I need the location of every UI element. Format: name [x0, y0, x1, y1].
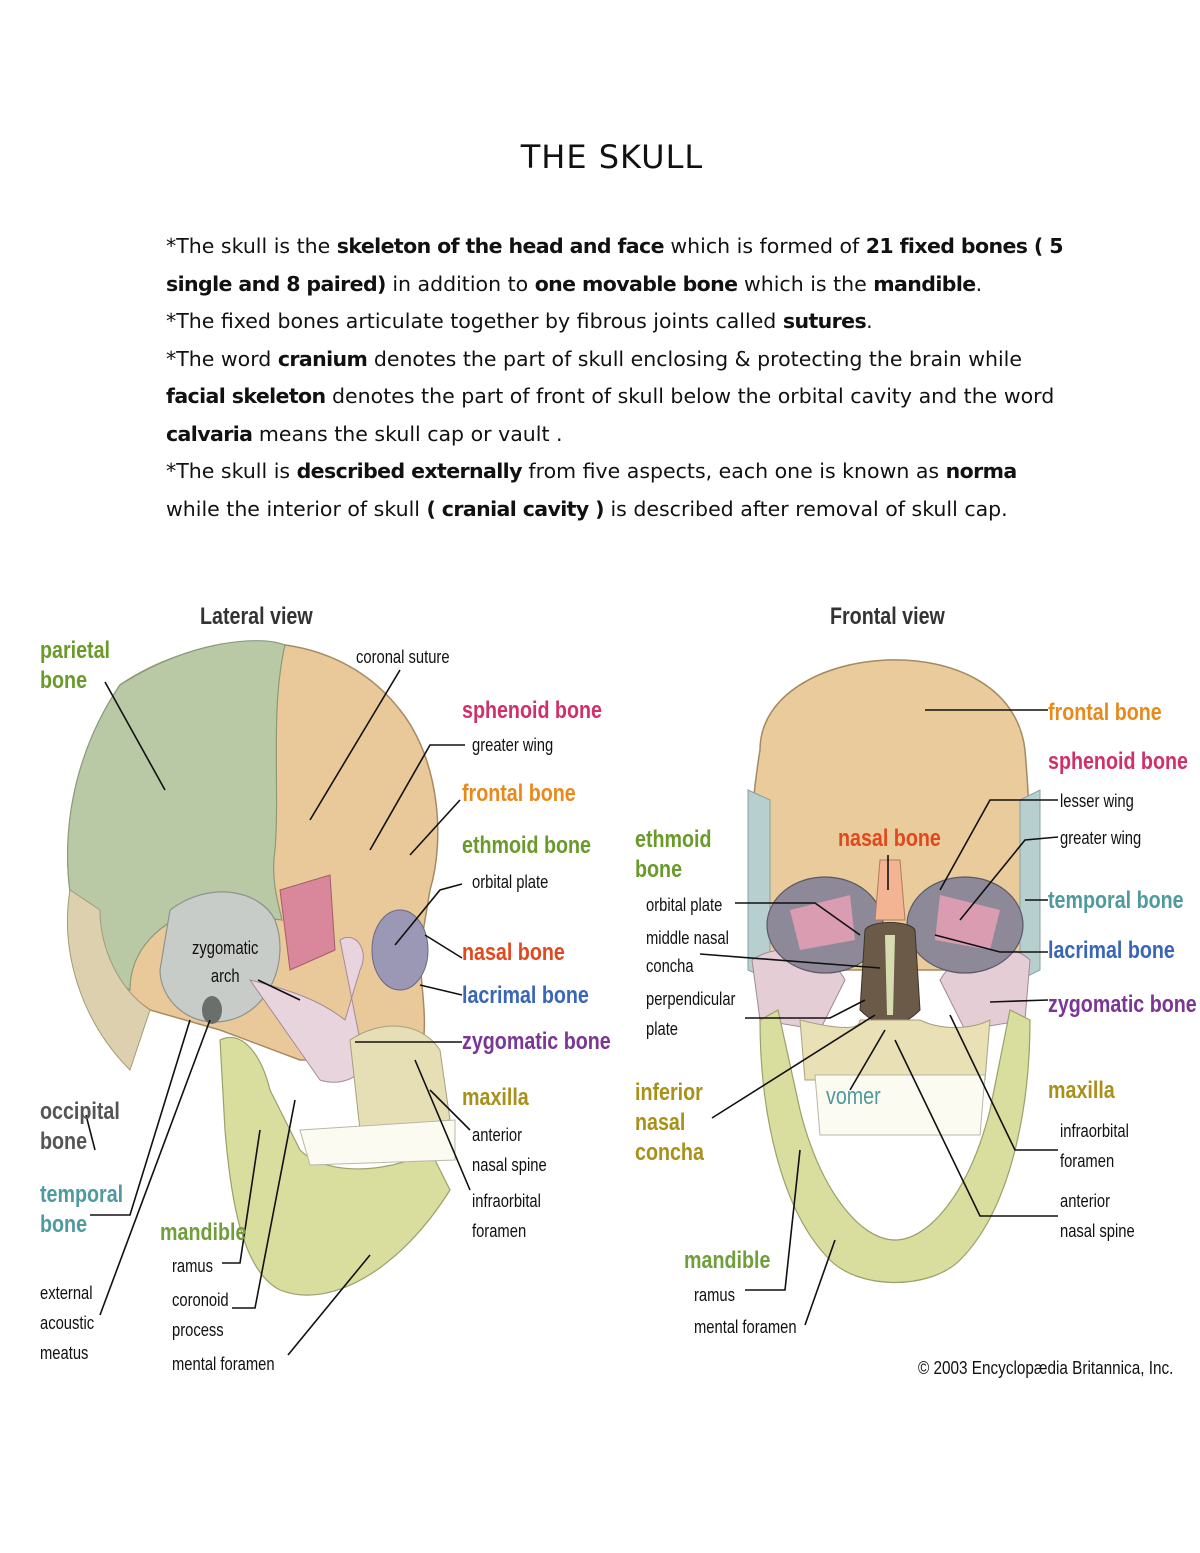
- text: .: [975, 271, 983, 296]
- label-mental-foramen-front: mental foramen: [694, 1317, 797, 1337]
- skull-illustration: [66, 640, 1059, 1356]
- paragraph-1: *The skull is the skeleton of the head a…: [166, 228, 1066, 303]
- text: in addition to: [385, 271, 535, 296]
- lateral-skull-drawing: [66, 640, 456, 1296]
- page-title: THE SKULL: [520, 138, 704, 176]
- label-ethmoid-bone: ethmoid bone: [462, 832, 592, 859]
- text: *The word: [166, 346, 278, 371]
- bold-term: skeleton of the head and face: [336, 234, 665, 258]
- label-lesser-wing: lesser wing: [1060, 791, 1134, 811]
- bold-term: 21 fixed bones ( 5 single and 8 paired): [166, 234, 1063, 296]
- text: is described after removal of skull cap.: [603, 496, 1008, 521]
- skull-figure: Lateral view parietal bone coronal sutur…: [0, 590, 1200, 1390]
- lateral-leader-lines: [85, 669, 471, 1356]
- lateral-view-heading: Lateral view: [200, 603, 313, 630]
- label-frontal-bone: frontal bone: [462, 780, 576, 807]
- label-nasal-bone: nasal bone: [462, 939, 565, 966]
- label-mandible-front: mandible: [684, 1247, 771, 1274]
- label-zygomatic-arch: zygomatic arch: [192, 938, 259, 986]
- label-ethmoid-bone-front: ethmoid bone: [635, 826, 712, 883]
- text: .: [866, 309, 873, 333]
- paragraph-3: *The word cranium denotes the part of sk…: [166, 341, 1066, 454]
- label-external-acoustic-meatus: external acoustic meatus: [40, 1283, 95, 1363]
- label-zygomatic-bone-front: zygomatic bone: [1048, 991, 1197, 1018]
- label-ramus: ramus: [172, 1256, 214, 1276]
- text: *The fixed bones articulate together by …: [166, 309, 783, 333]
- label-mental-foramen: mental foramen: [172, 1354, 275, 1374]
- label-mandible: mandible: [160, 1219, 247, 1246]
- label-anterior-nasal-spine-front: anterior nasal spine: [1060, 1191, 1135, 1241]
- bold-term: described externally: [296, 459, 523, 483]
- label-maxilla: maxilla: [462, 1084, 529, 1111]
- label-ramus-front: ramus: [694, 1285, 736, 1305]
- bold-term: norma: [945, 459, 1018, 483]
- label-sphenoid-bone-front: sphenoid bone: [1048, 748, 1188, 775]
- label-orbital-plate: orbital plate: [472, 872, 549, 892]
- text: *The skull is: [166, 459, 297, 483]
- label-parietal-bone: parietal bone: [40, 637, 111, 694]
- bold-term: facial skeleton: [166, 384, 326, 408]
- bold-term: calvaria: [166, 421, 253, 446]
- label-maxilla-front: maxilla: [1048, 1077, 1115, 1104]
- label-anterior-nasal-spine: anterior nasal spine: [472, 1125, 547, 1175]
- text: while the interior of skull: [166, 496, 427, 521]
- text: from five aspects, each one is known as: [521, 459, 946, 483]
- text: *The skull is the: [166, 234, 337, 258]
- frontal-view-heading: Frontal view: [830, 603, 945, 630]
- paragraph-2: *The fixed bones articulate together by …: [166, 303, 1066, 341]
- label-infraorbital-foramen-front: infraorbital foramen: [1060, 1121, 1129, 1171]
- text: which is the: [737, 271, 874, 296]
- text: which is formed of: [663, 234, 866, 258]
- label-inferior-nasal-concha: inferior nasal concha: [635, 1079, 704, 1166]
- intro-text: *The skull is the skeleton of the head a…: [166, 228, 1066, 528]
- label-coronoid-process: coronoid process: [172, 1290, 229, 1340]
- bold-term: cranium: [277, 346, 368, 371]
- label-vomer: vomer: [826, 1083, 881, 1110]
- copyright-notice: © 2003 Encyclopædia Britannica, Inc.: [918, 1358, 1174, 1378]
- frontal-skull-drawing: [747, 659, 1041, 1283]
- text: denotes the part of front of skull below…: [325, 384, 1055, 408]
- paragraph-4: *The skull is described externally from …: [166, 453, 1066, 528]
- bold-term: one movable bone: [534, 271, 738, 296]
- text: denotes the part of skull enclosing & pr…: [367, 346, 1022, 371]
- label-temporal-bone: temporal bone: [40, 1181, 124, 1238]
- label-infraorbital-foramen: infraorbital foramen: [472, 1191, 541, 1241]
- label-greater-wing: greater wing: [472, 735, 554, 755]
- label-lacrimal-bone: lacrimal bone: [462, 982, 589, 1009]
- label-sphenoid-bone: sphenoid bone: [462, 697, 602, 724]
- bold-term: sutures: [782, 309, 867, 333]
- label-temporal-bone-front: temporal bone: [1048, 887, 1184, 914]
- label-frontal-bone-front: frontal bone: [1048, 699, 1162, 726]
- label-greater-wing-front: greater wing: [1060, 828, 1142, 848]
- text: means the skull cap or vault .: [252, 421, 563, 446]
- label-zygomatic-bone: zygomatic bone: [462, 1028, 611, 1055]
- label-lacrimal-bone-front: lacrimal bone: [1048, 937, 1175, 964]
- frontal-leader-lines: [699, 709, 1059, 1326]
- label-coronal-suture: coronal suture: [356, 647, 450, 667]
- label-perpendicular-plate: perpendicular plate: [646, 989, 736, 1039]
- bold-term: mandible: [873, 271, 976, 296]
- label-occipital-bone: occipital bone: [40, 1098, 120, 1155]
- label-middle-nasal-concha: middle nasal concha: [646, 928, 729, 976]
- label-nasal-bone-front: nasal bone: [838, 825, 941, 852]
- label-orbital-plate-front: orbital plate: [646, 895, 723, 915]
- bold-term: ( cranial cavity ): [426, 496, 604, 521]
